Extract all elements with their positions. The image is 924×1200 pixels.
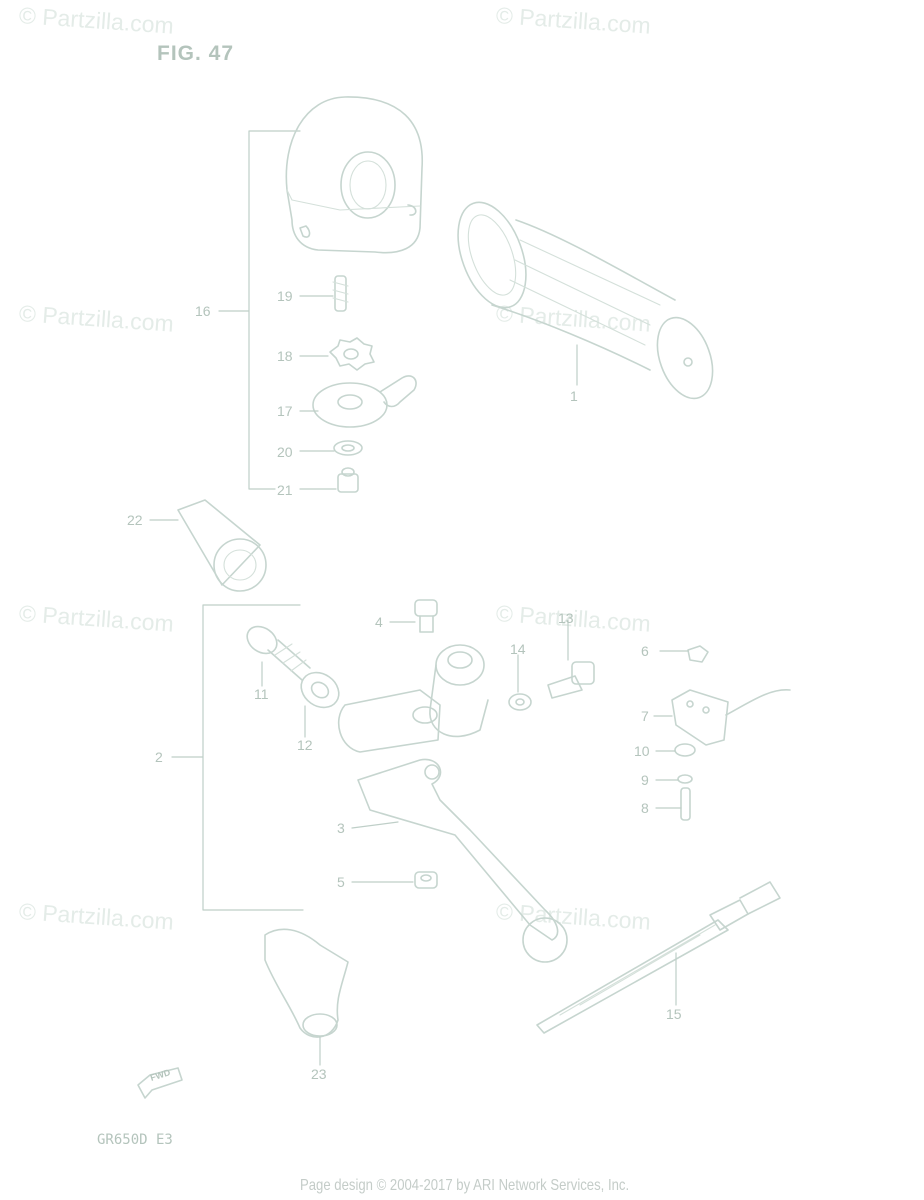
callout-10: 10 — [634, 743, 650, 759]
callout-4: 4 — [375, 614, 383, 630]
part-washer-10 — [655, 743, 696, 757]
part-locknut — [300, 671, 340, 738]
part-nut-5 — [351, 871, 438, 889]
part-nut-21 — [299, 467, 359, 493]
callout-22: 22 — [127, 512, 143, 528]
callout-1: 1 — [570, 388, 578, 404]
callout-14: 14 — [510, 641, 526, 657]
callout-3: 3 — [337, 820, 345, 836]
part-boot — [149, 499, 267, 592]
part-washer-20 — [299, 440, 363, 456]
callout-23: 23 — [311, 1066, 327, 1082]
callout-12: 12 — [297, 737, 313, 753]
callout-20: 20 — [277, 444, 293, 460]
callout-15: 15 — [666, 1006, 682, 1022]
callout-7: 7 — [641, 708, 649, 724]
part-lever-holder — [337, 644, 489, 753]
part-switch — [653, 689, 791, 746]
part-lever-cover — [264, 928, 349, 1066]
part-clip — [659, 645, 709, 663]
fwd-arrow-icon — [137, 1067, 183, 1099]
part-star-washer — [299, 337, 375, 371]
part-lever-plate — [299, 375, 417, 428]
bracket-16 — [218, 130, 301, 490]
callout-8: 8 — [641, 800, 649, 816]
callout-2: 2 — [155, 749, 163, 765]
part-screw-8 — [655, 787, 691, 821]
part-clutch-lever — [351, 758, 568, 963]
callout-5: 5 — [337, 874, 345, 890]
part-choke-housing — [285, 96, 423, 254]
page-footer: Page design © 2004-2017 by ARI Network S… — [300, 1177, 630, 1194]
part-bolt-13 — [547, 619, 595, 699]
part-screw-19 — [299, 275, 349, 312]
part-cable-tie — [536, 881, 781, 1034]
callout-17: 17 — [277, 403, 293, 419]
callout-16: 16 — [195, 303, 211, 319]
callout-9: 9 — [641, 772, 649, 788]
part-washer-14 — [508, 654, 532, 711]
callout-11: 11 — [254, 686, 269, 702]
callout-21: 21 — [277, 482, 293, 498]
callout-6: 6 — [641, 643, 649, 659]
callout-18: 18 — [277, 348, 293, 364]
figure-title: FIG. 47 — [157, 42, 235, 65]
model-code: GR650D E3 — [97, 1132, 173, 1148]
part-washer-9 — [655, 774, 693, 784]
bracket-2 — [171, 604, 304, 911]
part-pivot-bolt — [389, 599, 438, 633]
callout-13: 13 — [558, 610, 574, 626]
part-adjuster — [246, 625, 311, 687]
callout-19: 19 — [277, 288, 293, 304]
part-grip — [457, 201, 714, 400]
